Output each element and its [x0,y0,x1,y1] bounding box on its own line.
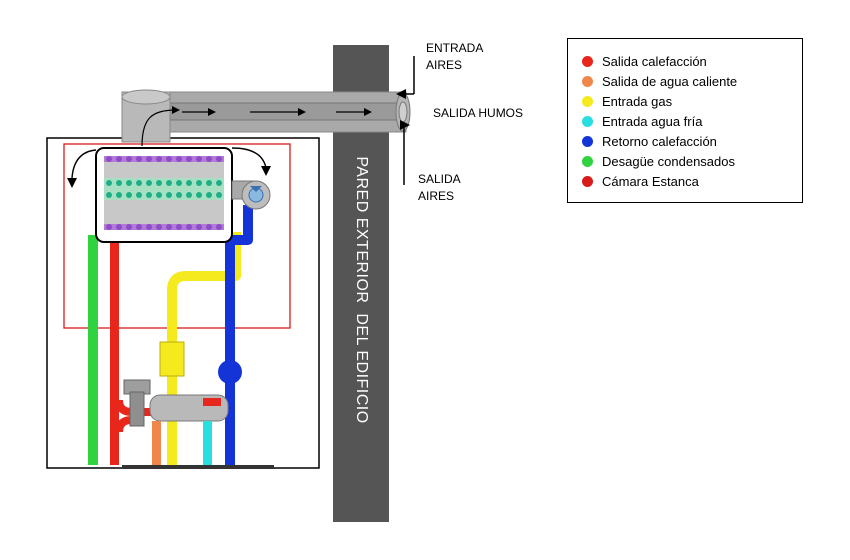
tube-dot [186,192,192,198]
tube-dot [136,156,142,162]
tube-dot [176,192,182,198]
legend-color-dot [582,155,593,167]
tube-dot [166,192,172,198]
heating-outlet-pipe [110,235,119,465]
tube-dot [136,192,142,198]
legend-color-dot [582,95,593,107]
legend-item: Retorno calefacción [582,131,802,151]
legend-item: Salida calefacción [582,51,802,71]
tube-dot [216,156,222,162]
tube-dot [156,156,162,162]
tube-dot [166,156,172,162]
tube-dot [206,192,212,198]
legend-color-dot [582,75,593,87]
legend-label: Salida calefacción [602,53,707,69]
legend-label: Entrada gas [602,93,673,109]
hot-water-pipe [152,421,161,468]
tube-dot [166,224,172,230]
tube-dot [166,180,172,186]
legend-item: Entrada agua fría [582,111,802,131]
cold-water-pipe [203,421,212,468]
legend-label: Cámara Estanca [602,173,699,189]
legend-label: Desagüe condensados [602,153,735,169]
legend-color-dot [582,55,593,67]
legend-color-dot [582,115,593,127]
legend-item: Salida de agua caliente [582,71,802,91]
flue-elbow [121,89,171,143]
legend-label: Entrada agua fría [602,113,703,129]
tube-dot [206,180,212,186]
tube-dot [106,156,112,162]
legend-item: Cámara Estanca [582,171,802,191]
legend-item: Desagüe condensados [582,151,802,171]
tube-dot [176,180,182,186]
air-inlet-label: ENTRADA AIRES [426,41,484,72]
tube-dot [206,156,212,162]
tube-dot [156,192,162,198]
tube-dot [186,180,192,186]
combustion-flow-arrows [71,147,267,179]
tube-dot [176,224,182,230]
flue-outlet-label: SALIDA HUMOS [433,106,524,120]
tube-dot [146,224,152,230]
legend-color-dot [582,175,593,187]
tube-dot [106,224,112,230]
tube-dot [186,224,192,230]
condensate-pipe [88,235,98,465]
tube-dot [156,180,162,186]
tube-dot [136,224,142,230]
tube-dot [116,192,122,198]
legend-item: Entrada gas [582,91,802,111]
flue-flow-arrows [141,109,366,147]
flue-arrowheads [172,106,372,116]
tube-dot [126,156,132,162]
tube-dot [146,156,152,162]
tube-dot [196,180,202,186]
tube-dot [186,156,192,162]
tube-dot [116,156,122,162]
legend-label: Retorno calefacción [602,133,717,149]
tube-dot [146,192,152,198]
air-outlet-label: SALIDA AIRES [418,172,461,203]
tube-dot [196,192,202,198]
tube-dot [216,224,222,230]
tube-dot [216,192,222,198]
tube-dot [196,156,202,162]
tube-dot [116,224,122,230]
gas-pipe [167,232,241,468]
exterior-wall-label: PARED EXTERIOR DEL EDIFICIO [353,156,370,424]
heat-exchanger [95,147,233,243]
tube-dot [126,180,132,186]
tube-dot [196,224,202,230]
tube-dot [176,156,182,162]
tube-dot [126,192,132,198]
boiler-base [122,465,274,469]
tube-dot [146,180,152,186]
heating-return-pipe [225,205,253,468]
air-outlet-arrow [400,120,410,185]
tube-dot [206,224,212,230]
circulation-pump [218,360,242,384]
hydraulic-block [115,379,229,433]
tube-dot [136,180,142,186]
heat-exchanger-tubes [106,156,222,230]
legend-label: Salida de agua caliente [602,73,738,89]
gas-valve [159,341,185,377]
tube-dot [116,180,122,186]
tube-dot [216,180,222,186]
extraction-fan [231,180,271,210]
tube-dot [106,180,112,186]
air-inlet-arrow [396,56,415,99]
legend-color-dot [582,135,593,147]
tube-dot [156,224,162,230]
tube-dot [126,224,132,230]
tube-dot [106,192,112,198]
